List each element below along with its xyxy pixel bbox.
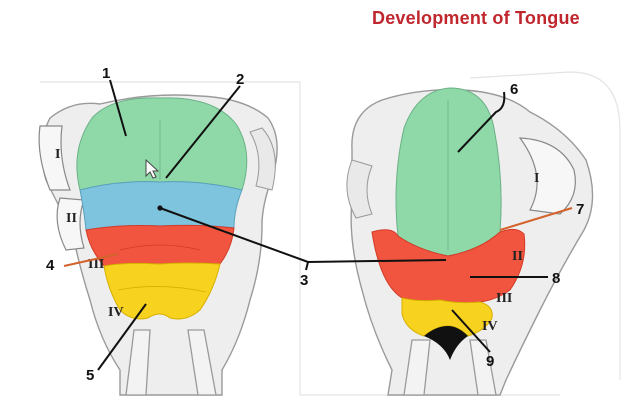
right-embryo: I II III IV xyxy=(347,88,593,395)
right-arch-label-ii: II xyxy=(512,249,523,264)
left-lateral-lingual-swelling xyxy=(77,98,247,190)
left-arch-label-ii: II xyxy=(66,211,77,226)
callout-9: 9 xyxy=(486,353,494,370)
callout-2: 2 xyxy=(236,71,244,88)
callout-7: 7 xyxy=(576,201,584,218)
right-arch-label-iii: III xyxy=(496,291,512,306)
left-hypobranchial-eminence xyxy=(86,225,234,266)
left-embryo: I II III IV xyxy=(39,95,277,395)
callout-5: 5 xyxy=(86,367,94,384)
right-arch-label-i: I xyxy=(534,171,539,186)
right-arch-label-iv: IV xyxy=(482,319,498,334)
callout-3: 3 xyxy=(300,272,308,289)
right-oral-tongue xyxy=(396,88,501,256)
callout-1: 1 xyxy=(102,65,110,82)
left-arch-label-iv: IV xyxy=(108,305,124,320)
left-arch-label-i: I xyxy=(55,147,60,162)
callout-8: 8 xyxy=(552,270,560,287)
callout-6: 6 xyxy=(510,81,518,98)
copula-dot xyxy=(157,205,162,210)
callout-4: 4 xyxy=(46,257,55,274)
